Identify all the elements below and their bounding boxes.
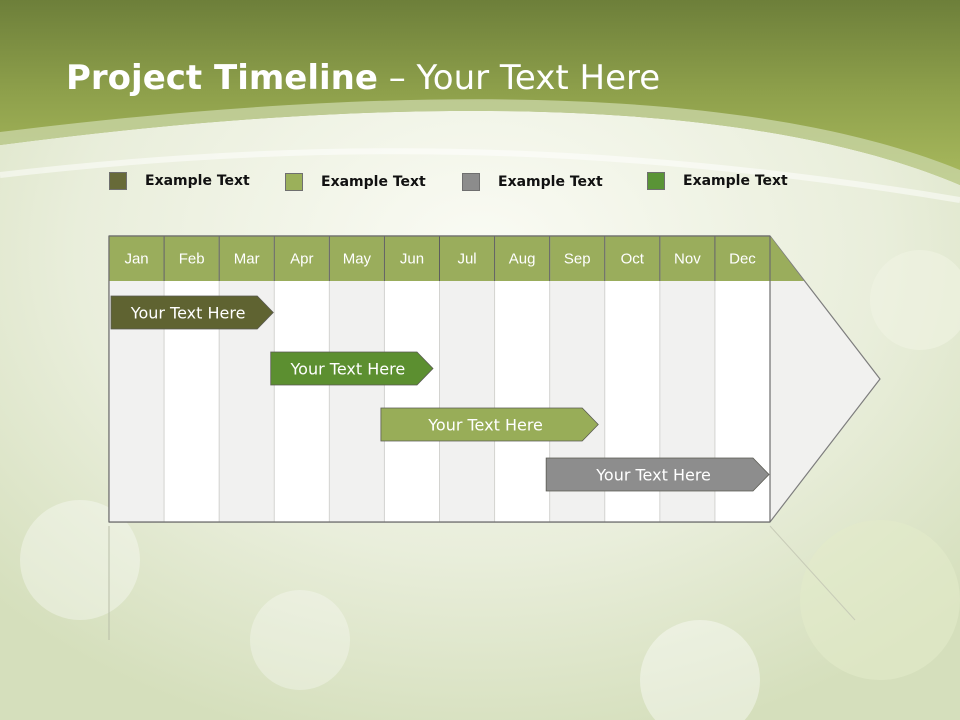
task-bar-label: Your Text Here (290, 360, 406, 379)
month-header-jul (439, 236, 495, 281)
task-bar-shape (270, 351, 434, 386)
month-header-feb (164, 236, 220, 281)
timeline-reflection (108, 525, 856, 640)
month-label-apr: Apr (290, 251, 313, 268)
legend-swatch-2 (285, 173, 303, 191)
legend-swatch-4 (647, 172, 665, 190)
month-label-jan: Jan (124, 251, 148, 268)
task-bar-shape (545, 457, 770, 492)
month-label-aug: Aug (509, 251, 536, 268)
legend-label-2: Example Text (321, 174, 426, 190)
month-header-sep (549, 236, 605, 281)
task-bar-2: Your Text Here (270, 351, 434, 386)
task-bar-shape (110, 295, 274, 330)
task-bar-4: Your Text Here (545, 457, 770, 492)
task-bar-label: Your Text Here (595, 466, 711, 485)
month-header-jan (109, 236, 165, 281)
month-header-aug (494, 236, 550, 281)
legend-label-3: Example Text (498, 174, 603, 190)
legend-swatch-3 (462, 173, 480, 191)
month-label-jun: Jun (400, 251, 424, 268)
month-header-dec (714, 236, 770, 281)
month-column-apr (274, 281, 330, 522)
month-label-nov: Nov (674, 251, 701, 268)
legend-swatch-1 (109, 172, 127, 190)
month-label-oct: Oct (621, 251, 645, 268)
legend-label-4: Example Text (683, 173, 788, 189)
month-column-jul (439, 281, 495, 522)
task-bar-label: Your Text Here (427, 416, 543, 435)
month-label-mar: Mar (234, 251, 260, 268)
title-bold: Project Timeline (66, 58, 378, 98)
legend-item-1: Example Text (109, 170, 250, 192)
month-label-jul: Jul (457, 251, 476, 268)
month-header-nov (659, 236, 715, 281)
slide-title: Project Timeline – Your Text Here (66, 58, 660, 98)
month-header-may (329, 236, 385, 281)
month-header-oct (604, 236, 660, 281)
month-label-sep: Sep (564, 251, 591, 268)
month-header-jun (384, 236, 440, 281)
month-column-aug (494, 281, 550, 522)
legend-item-2: Example Text (285, 171, 426, 193)
title-rest: – Your Text Here (377, 58, 661, 98)
month-label-may: May (343, 251, 372, 268)
legend-label-1: Example Text (145, 173, 250, 189)
task-bar-1: Your Text Here (110, 295, 274, 330)
month-header-apr (274, 236, 330, 281)
task-bar-3: Your Text Here (380, 407, 599, 442)
arrow-header-tip (770, 236, 804, 281)
task-bar-label: Your Text Here (130, 304, 246, 323)
month-label-dec: Dec (729, 251, 756, 268)
task-bar-shape (380, 407, 599, 442)
legend-item-3: Example Text (462, 171, 603, 193)
month-column-jun (384, 281, 440, 522)
month-header-mar (219, 236, 275, 281)
month-label-feb: Feb (179, 251, 205, 268)
month-column-may (329, 281, 385, 522)
reflection-tip-edge (769, 525, 856, 621)
legend-item-4: Example Text (647, 170, 788, 192)
